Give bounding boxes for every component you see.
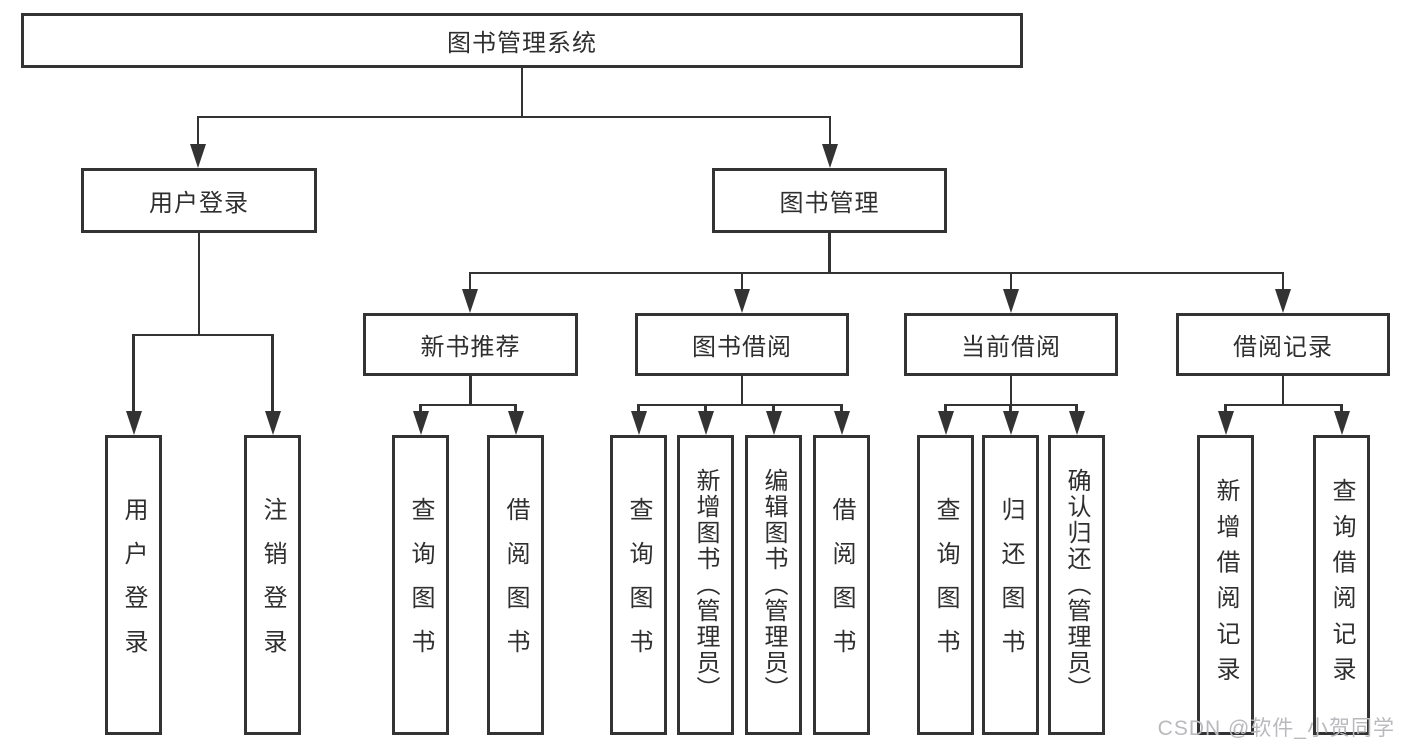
connector-drop-user-login <box>196 115 200 146</box>
arrow-down-icon <box>190 144 206 168</box>
connector-book-management-bus <box>468 271 1285 275</box>
connector-drop <box>944 403 947 414</box>
connector-root-stem <box>520 68 524 118</box>
watermark: CSDN @软件_小贺同学 <box>1157 717 1395 740</box>
arrow-down-icon <box>264 411 281 435</box>
connector-drop-leaf-user-login <box>132 333 135 412</box>
arrow-down-icon <box>1333 411 1350 435</box>
arrow-down-icon <box>833 411 850 435</box>
connector-drop <box>1224 403 1227 414</box>
leaf-return-books: 归还图书 <box>982 435 1039 735</box>
arrow-down-icon <box>412 411 429 435</box>
arrow-down-icon <box>734 289 750 313</box>
leaf-borrow-books-recommend: 借阅图书 <box>487 435 544 735</box>
leaf-query-books-current: 查询图书 <box>917 435 974 735</box>
connector-drop <box>1340 403 1343 414</box>
connector-drop <box>1009 403 1012 414</box>
connector-root-bus <box>196 115 832 119</box>
connector-drop <box>514 403 517 414</box>
node-borrowing-records: 借阅记录 <box>1176 313 1390 376</box>
connector-new-book-stem <box>469 376 472 405</box>
leaf-add-books-admin: 新增图书（管理员） <box>677 435 734 735</box>
leaf-query-books-borrowing: 查询图书 <box>610 435 667 735</box>
arrow-down-icon <box>1217 411 1234 435</box>
connector-user-login-bus <box>132 333 274 337</box>
leaf-logout-login: 注销登录 <box>244 435 301 735</box>
connector-drop-new-book <box>468 271 472 290</box>
arrow-down-icon <box>1275 289 1291 313</box>
arrow-down-icon <box>630 411 647 435</box>
connector-user-login-stem <box>197 233 201 335</box>
node-library-management-system: 图书管理系统 <box>21 13 1023 68</box>
connector-borrowing-records-stem <box>1281 376 1285 405</box>
node-book-management: 图书管理 <box>712 168 947 233</box>
connector-drop <box>637 403 640 414</box>
leaf-confirm-return-admin: 确认归还（管理员） <box>1048 435 1105 735</box>
arrow-down-icon <box>822 144 838 168</box>
arrow-down-icon <box>937 411 954 435</box>
connector-book-borrowing-bus <box>637 403 843 407</box>
connector-new-book-bus <box>419 403 517 407</box>
connector-drop <box>419 403 422 414</box>
leaf-add-borrow-record: 新增借阅记录 <box>1197 435 1254 735</box>
node-current-borrowing: 当前借阅 <box>904 313 1118 376</box>
leaf-user-login: 用户登录 <box>105 435 162 735</box>
arrow-down-icon <box>125 411 142 435</box>
leaf-query-books-recommend: 查询图书 <box>392 435 449 735</box>
node-user-login: 用户登录 <box>81 168 317 233</box>
connector-drop <box>1075 403 1078 414</box>
connector-drop <box>772 403 775 414</box>
connector-drop-current-borrowing <box>1009 271 1013 290</box>
arrow-down-icon <box>1068 411 1085 435</box>
connector-drop <box>704 403 707 414</box>
connector-borrowing-records-bus <box>1224 403 1343 407</box>
node-new-book-recommend: 新书推荐 <box>363 313 578 376</box>
leaf-edit-books-admin: 编辑图书（管理员） <box>745 435 802 735</box>
connector-book-management-stem <box>828 233 831 274</box>
arrow-down-icon <box>697 411 714 435</box>
connector-current-borrowing-stem <box>1009 376 1013 405</box>
connector-drop-book-management <box>828 115 832 146</box>
leaf-borrow-books-borrowing: 借阅图书 <box>813 435 870 735</box>
connector-drop-book-borrowing <box>740 271 744 290</box>
leaf-query-borrow-record: 查询借阅记录 <box>1313 435 1370 735</box>
arrow-down-icon <box>1002 411 1019 435</box>
node-book-borrowing: 图书借阅 <box>635 313 849 376</box>
connector-book-borrowing-stem <box>740 376 744 405</box>
connector-drop <box>840 403 843 414</box>
connector-drop-leaf-logout <box>271 333 274 412</box>
arrow-down-icon <box>462 289 478 313</box>
connector-drop-borrowing-records <box>1281 271 1285 290</box>
arrow-down-icon <box>1003 289 1019 313</box>
arrow-down-icon <box>765 411 782 435</box>
arrow-down-icon <box>507 411 524 435</box>
